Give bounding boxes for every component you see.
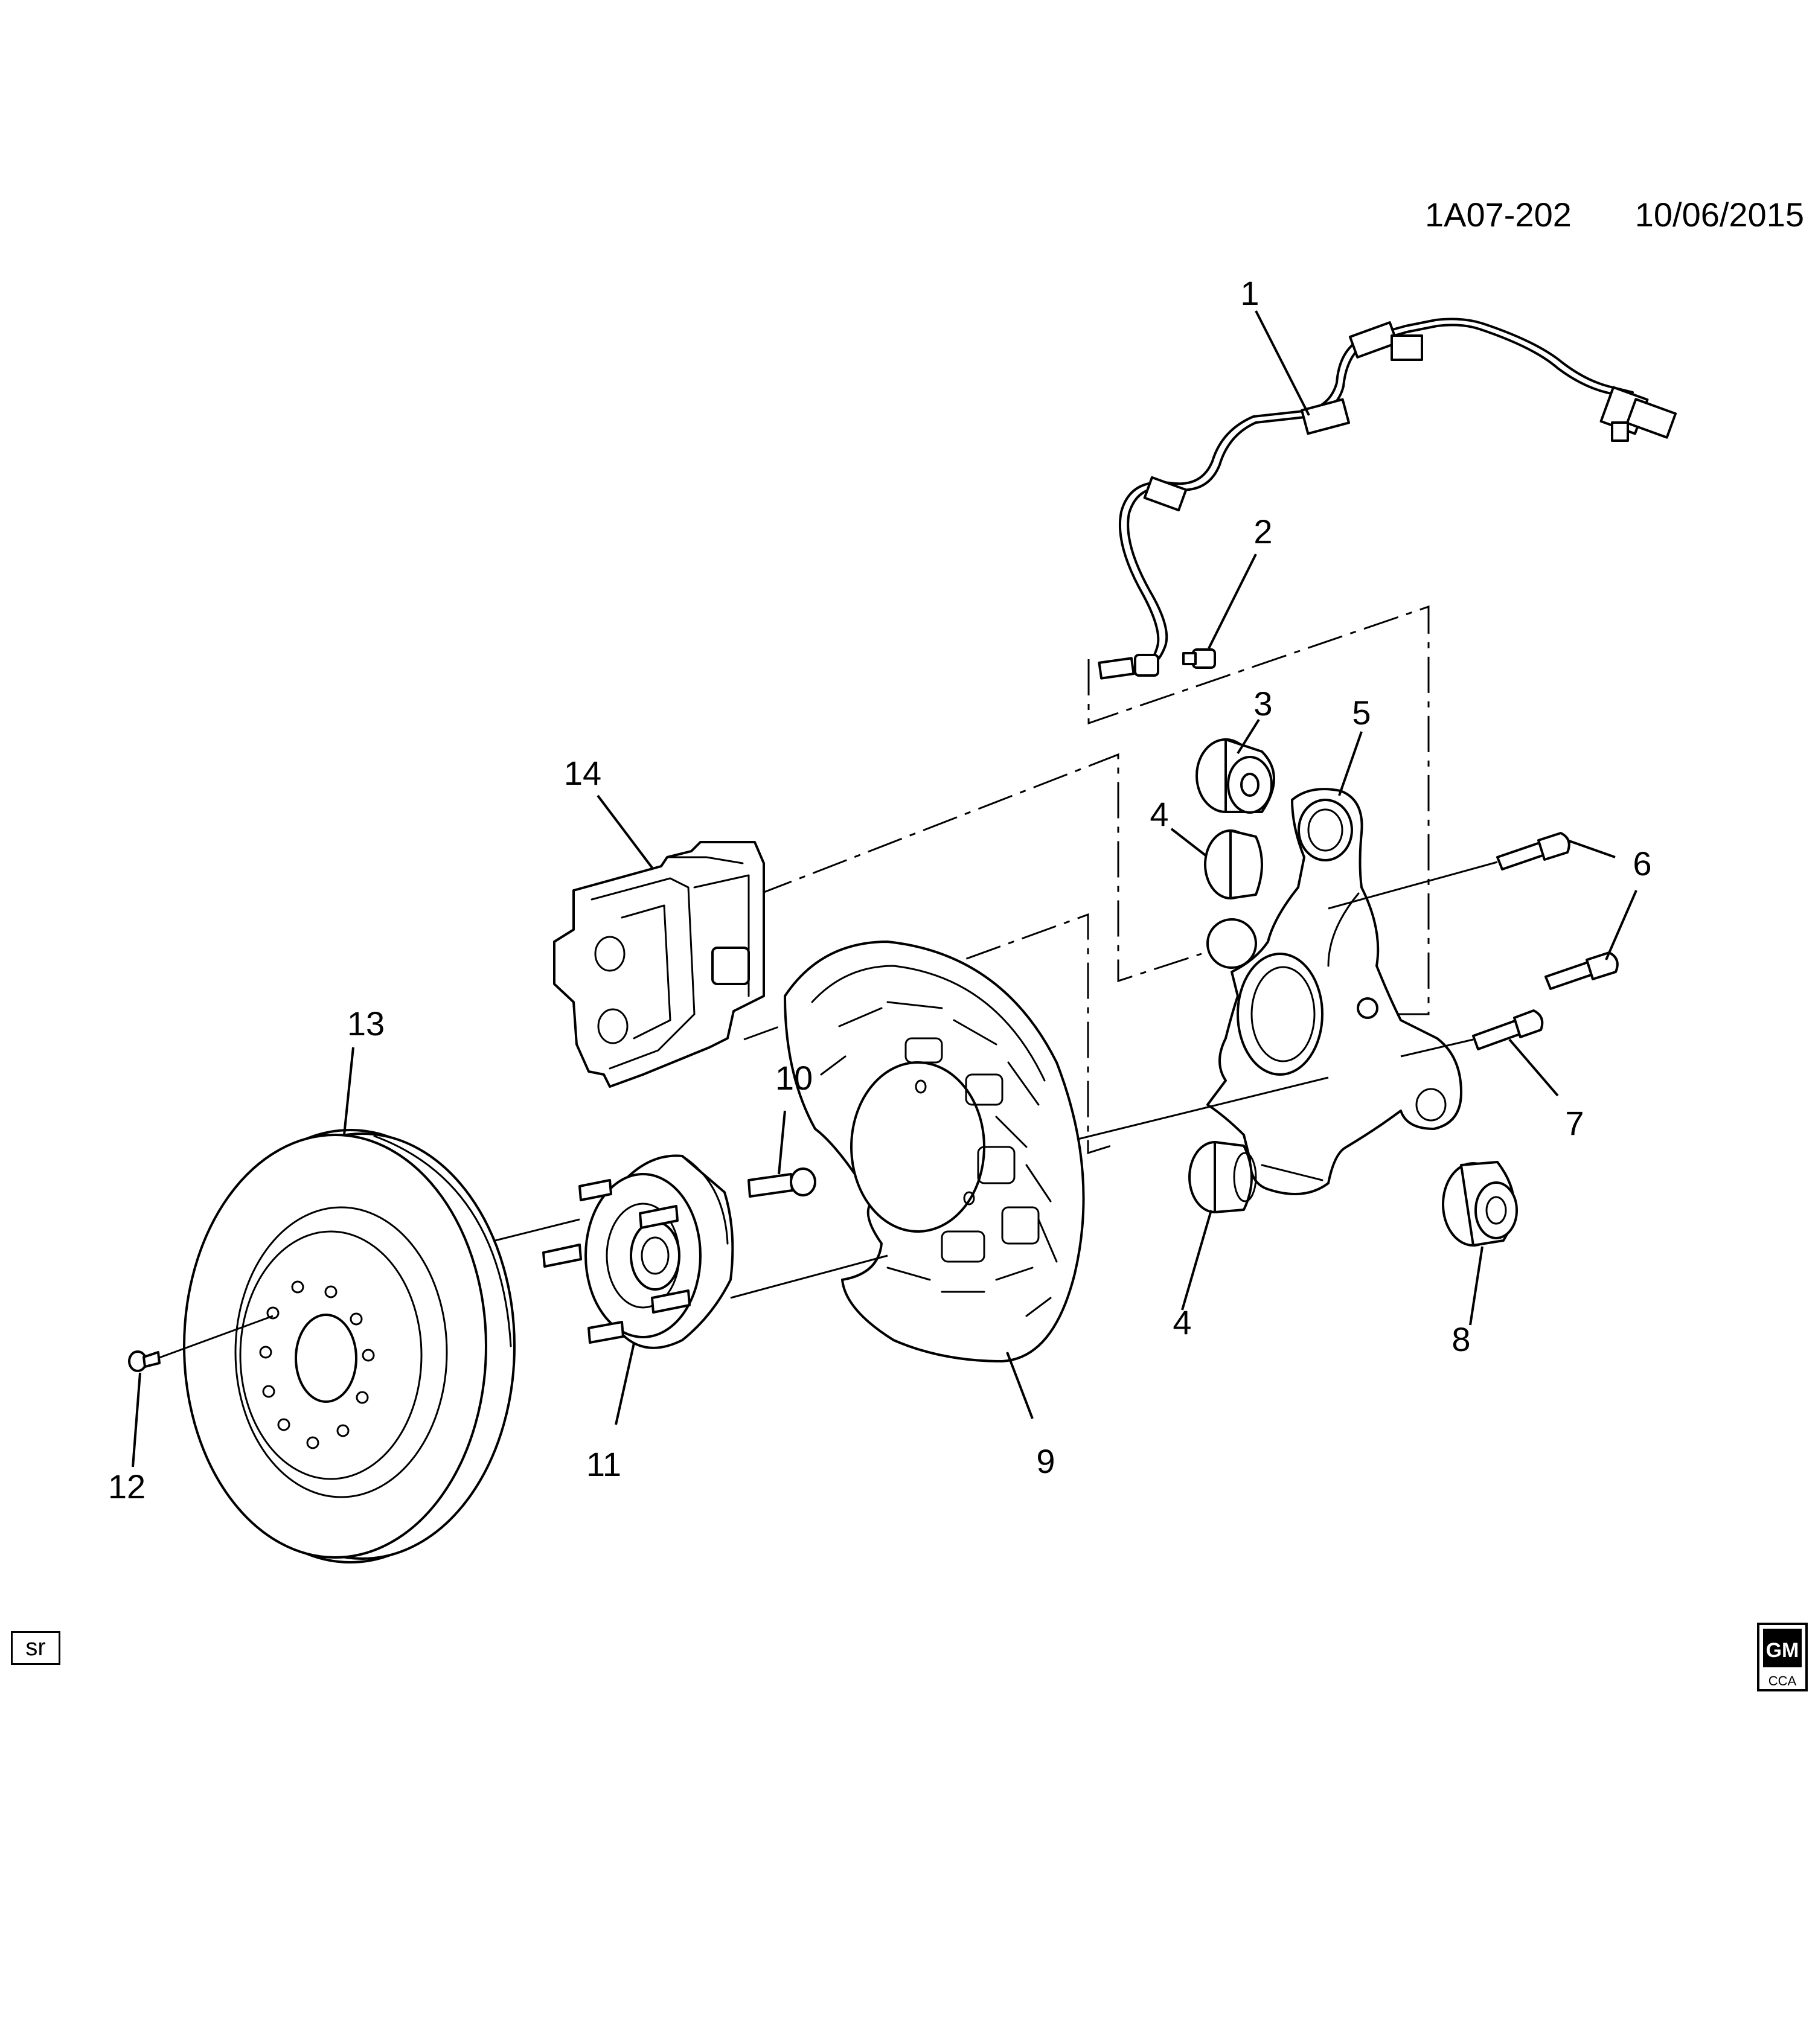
sensor-bolt: [1182, 648, 1216, 669]
callout-leader-6a: [1567, 839, 1616, 858]
diagram-date: 10/06/2015: [1635, 196, 1804, 234]
callout-leader-12: [132, 1372, 141, 1468]
gm-logo-text: GM: [1766, 1639, 1799, 1662]
callout-leader-4a: [1170, 828, 1208, 857]
callout-7: 7: [1565, 1104, 1584, 1142]
gm-logo-subtext: CCA: [1768, 1673, 1797, 1688]
rotor-screw: [128, 1350, 161, 1372]
sensor-mount-guide: [1087, 605, 1430, 1015]
callout-leader-1: [1255, 310, 1310, 416]
callout-3: 3: [1253, 685, 1272, 723]
gm-logo: GM CCA: [1757, 1623, 1808, 1691]
callout-2: 2: [1253, 513, 1272, 551]
caliper-guide: [757, 753, 1202, 983]
callout-leader-8: [1469, 1246, 1484, 1326]
knuckle-bolt-7: [1472, 1009, 1544, 1050]
callout-1: 1: [1240, 274, 1259, 312]
bushing-lower-4: [1188, 1141, 1257, 1213]
callout-5: 5: [1352, 694, 1371, 732]
callout-leader-10: [778, 1110, 786, 1175]
callout-9: 9: [1036, 1442, 1055, 1480]
callout-leader-5: [1338, 731, 1363, 796]
callout-4a: 4: [1150, 795, 1168, 833]
callout-6: 6: [1633, 845, 1651, 883]
lower-bushing-8: [1442, 1161, 1518, 1247]
stud-guide: [730, 1254, 888, 1299]
bolt7-guide: [1400, 1038, 1474, 1058]
wheel-speed-sensor-harness: [1098, 318, 1677, 680]
callout-leader-2: [1208, 554, 1257, 649]
callout-leader-13: [343, 1047, 354, 1135]
callout-12: 12: [108, 1468, 146, 1506]
diagram-code: 1A07-202: [1425, 196, 1572, 234]
callout-leader-3: [1237, 718, 1260, 755]
bolt6-guide: [1328, 861, 1498, 910]
callout-leader-11: [615, 1343, 635, 1425]
callout-leader-9: [1006, 1352, 1034, 1419]
brake-rotor: [183, 1129, 516, 1563]
wheel-stud: [747, 1167, 816, 1198]
sr-label: sr: [11, 1631, 60, 1665]
steering-knuckle: [1206, 788, 1462, 1195]
splash-shield: [784, 941, 1085, 1362]
callout-13: 13: [347, 1004, 385, 1043]
hub-bearing-assembly: [542, 1154, 734, 1349]
callout-4b: 4: [1173, 1303, 1191, 1341]
upper-bushing: [1195, 738, 1275, 814]
callout-leader-6b: [1605, 890, 1637, 960]
knuckle-bolt-upper: [1496, 832, 1570, 870]
brake-caliper: [553, 841, 765, 1088]
callout-leader-4b: [1181, 1210, 1212, 1311]
callout-10: 10: [775, 1059, 813, 1097]
callout-11: 11: [586, 1445, 621, 1483]
callout-8: 8: [1452, 1320, 1470, 1358]
callout-leader-14: [597, 794, 655, 870]
callout-leader-7: [1508, 1038, 1559, 1097]
bushing-upper-4: [1204, 829, 1263, 899]
callout-14: 14: [564, 754, 601, 792]
screw-guide: [159, 1315, 274, 1359]
